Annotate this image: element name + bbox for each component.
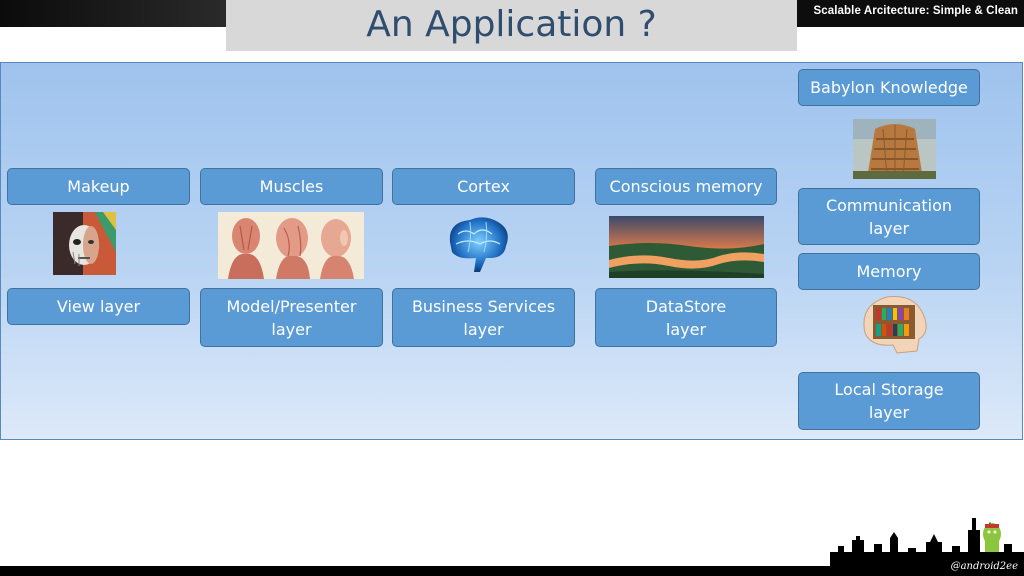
makeup-label-box: Makeup	[7, 168, 190, 205]
title-box: An Application ?	[226, 0, 797, 51]
model-presenter-layer-box: Model/Presenter layer	[200, 288, 383, 347]
babylon-knowledge-box: Babylon Knowledge	[798, 69, 980, 106]
head-bookshelf-image	[863, 295, 927, 354]
tower-of-babel-image	[853, 119, 936, 179]
cortex-label-box: Cortex	[392, 168, 575, 205]
slide-tag: Scalable Arcitecture: Simple & Clean	[813, 5, 1018, 17]
local-storage-line2: layer	[868, 403, 910, 422]
brain-image	[449, 217, 508, 272]
datastore-line2: layer	[665, 319, 707, 339]
city-skyline-image	[830, 518, 1024, 566]
model-presenter-line2: layer	[271, 319, 312, 339]
river-landscape-image	[609, 216, 764, 278]
babylon-knowledge-label: Babylon Knowledge	[810, 78, 968, 97]
business-services-layer-box: Business Services layer	[392, 288, 575, 347]
datastore-layer-box: DataStore layer	[595, 288, 777, 347]
muscles-label-box: Muscles	[200, 168, 383, 205]
muscles-anatomy-image	[218, 212, 364, 279]
datastore-line1: DataStore	[645, 296, 727, 316]
author-handle: @android2ee	[950, 561, 1018, 572]
model-presenter-line1: Model/Presenter	[226, 296, 357, 316]
view-layer-line1: View layer	[56, 297, 141, 316]
business-services-line1: Business Services	[411, 296, 556, 316]
communication-layer-box: Communication layer	[798, 188, 980, 245]
conscious-memory-label: Conscious memory	[609, 177, 763, 196]
cortex-label: Cortex	[457, 177, 510, 196]
communication-line2: layer	[868, 218, 910, 238]
view-layer-box: View layer	[7, 288, 190, 325]
local-storage-layer-box: Local Storage layer	[798, 372, 980, 430]
page-title: An Application ?	[366, 3, 657, 45]
business-services-line2: layer	[463, 319, 504, 339]
face-makeup-image	[53, 212, 116, 275]
memory-label: Memory	[856, 262, 922, 281]
local-storage-line1: Local Storage	[834, 380, 944, 399]
muscles-label: Muscles	[259, 177, 324, 196]
conscious-memory-label-box: Conscious memory	[595, 168, 777, 205]
makeup-label: Makeup	[67, 177, 130, 196]
memory-box: Memory	[798, 253, 980, 290]
footer-bar	[0, 566, 1024, 576]
communication-line1: Communication	[825, 195, 953, 215]
top-bar-gradient	[0, 0, 226, 27]
